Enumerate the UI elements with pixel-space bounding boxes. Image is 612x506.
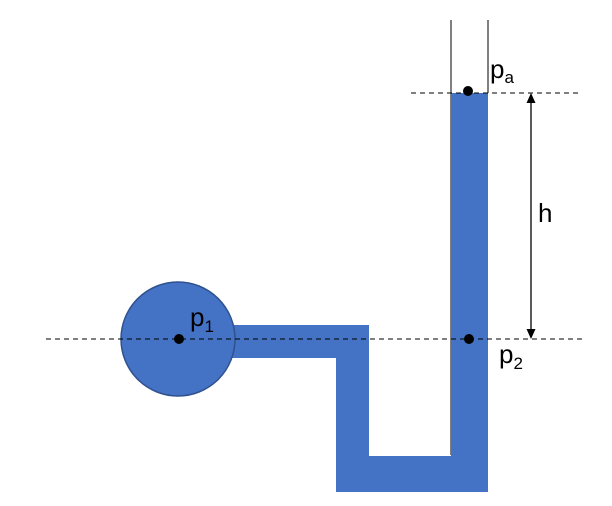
- point-p2: [464, 334, 474, 344]
- label-p2-sub: 2: [513, 354, 522, 373]
- label-p2: p2: [499, 339, 523, 373]
- label-pa-base: p: [490, 54, 504, 84]
- arrowhead-down: [526, 329, 536, 339]
- fluid-body: [120, 93, 488, 492]
- label-pa-sub: a: [504, 68, 514, 87]
- label-p1-base: p: [190, 302, 204, 332]
- height-dimension-arrow: [526, 93, 536, 339]
- label-pa: pa: [490, 54, 514, 87]
- label-h: h: [538, 198, 552, 228]
- arrowhead-up: [526, 93, 536, 103]
- label-p2-base: p: [499, 339, 513, 369]
- label-p1-sub: 1: [204, 317, 213, 336]
- point-pa: [463, 86, 473, 96]
- point-p1: [174, 334, 184, 344]
- label-p1: p1: [190, 302, 214, 336]
- fluid-column: [451, 93, 488, 492]
